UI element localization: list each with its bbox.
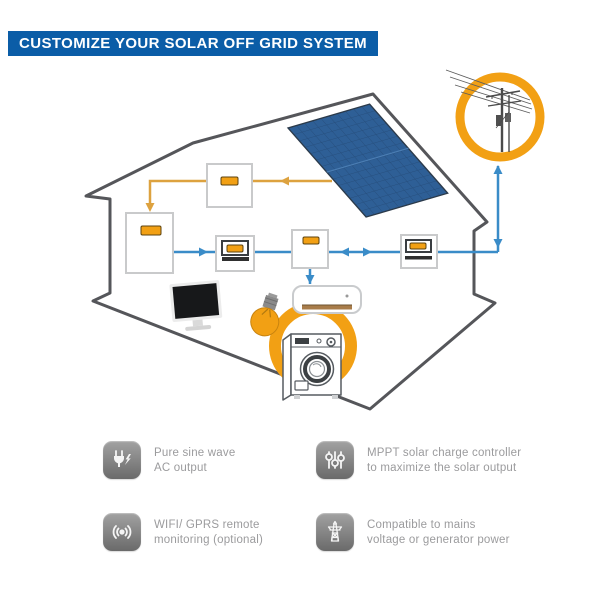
- solar-panel: [286, 103, 449, 218]
- monitor: [169, 280, 223, 331]
- solar-to-battery-line: [145, 176, 332, 212]
- feature-text-line: to maximize the solar output: [367, 462, 517, 474]
- house-outline: [84, 92, 497, 411]
- feature-text-line: WIFI/ GPRS remote: [154, 519, 260, 531]
- light-bulb: [250, 292, 280, 337]
- feature-text-line: Compatible to mains: [367, 519, 476, 531]
- feature-tile: [316, 513, 354, 551]
- feature-text-line: AC output: [154, 462, 207, 474]
- utility-pole-icon: [445, 69, 533, 114]
- meter-box: [400, 234, 438, 269]
- battery-box: [125, 212, 174, 274]
- feature-pure-sine-wave: Pure sine wave AC output: [103, 441, 235, 479]
- feature-text-line: Pure sine wave: [154, 447, 236, 459]
- feature-tile: [103, 441, 141, 479]
- power-tower-icon: [327, 520, 343, 542]
- plug-lightning-icon: [114, 450, 131, 467]
- feature-tile: [316, 441, 354, 479]
- page-title: CUSTOMIZE YOUR SOLAR OFF GRID SYSTEM: [8, 31, 378, 56]
- feature-tile: [103, 513, 141, 551]
- washing-machine: [282, 333, 342, 401]
- feature-mains-compatible: Compatible to mains voltage or generator…: [316, 513, 510, 551]
- feature-mppt-controller: MPPT solar charge controller to maximize…: [316, 441, 521, 479]
- distribution-box: [291, 229, 329, 269]
- feature-text-line: voltage or generator power: [367, 534, 510, 546]
- utility-pole-structure: [485, 88, 522, 152]
- feature-remote-monitoring: WIFI/ GPRS remote monitoring (optional): [103, 513, 263, 551]
- sliders-icon: [325, 451, 345, 469]
- feature-text-line: MPPT solar charge controller: [367, 447, 522, 459]
- feature-text-line: monitoring (optional): [154, 534, 264, 546]
- inverter-box: [215, 235, 255, 272]
- air-conditioner: [292, 285, 362, 314]
- grid-pole-badge: [445, 69, 545, 162]
- wifi-signal-icon: [112, 525, 132, 539]
- charge-controller-box: [206, 163, 253, 208]
